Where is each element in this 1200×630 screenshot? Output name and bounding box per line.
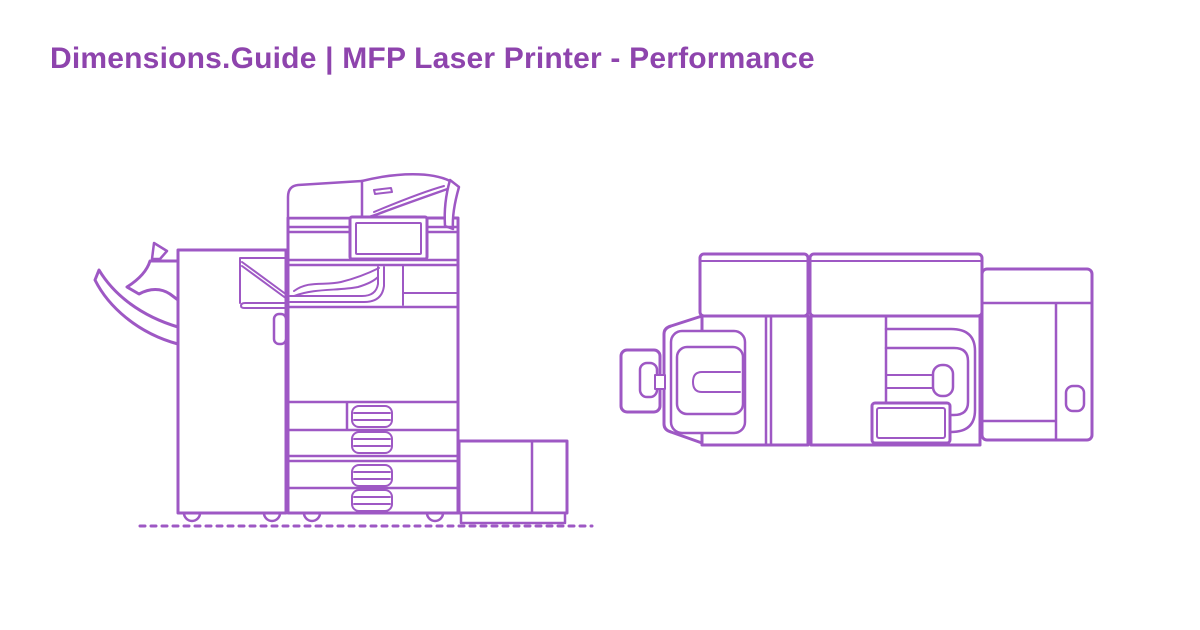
plan-scanner-handle (931, 363, 955, 398)
plan-scanner-outer (884, 327, 977, 434)
drawer-handles (351, 405, 393, 512)
plan-finisher-handle-stub (654, 374, 666, 390)
drawer-separator-lines (286, 400, 460, 490)
adf-feed-tray-inner-line (373, 185, 445, 213)
adf-exit-wedge (443, 178, 461, 231)
plan-output-tray-slot (692, 371, 741, 393)
finisher-top-line (239, 257, 287, 304)
output-tray-lip-outer (289, 266, 385, 303)
plan-control-panel (870, 401, 952, 445)
output-tray-lip-inner (289, 266, 379, 297)
front-elevation-figure (93, 173, 594, 528)
drawer-handle (351, 489, 393, 512)
finisher-paper-flag (150, 241, 169, 261)
drawer-handle (351, 431, 393, 454)
bridge-shelf (240, 302, 288, 309)
plan-scanner-slot-lines (885, 374, 934, 389)
drawer-handle-lines (353, 496, 391, 505)
page-title: Dimensions.Guide | MFP Laser Printer - P… (50, 42, 815, 75)
plan-lct-outline (980, 267, 1094, 442)
lct-plinth (459, 511, 567, 525)
adf-slot (373, 187, 393, 195)
plan-lct-lines (980, 301, 1094, 442)
lct-elevation-outline (457, 439, 569, 515)
paper-stack-line-2 (293, 276, 379, 297)
drawer-handle-lines (353, 412, 391, 421)
drawer-handle (351, 405, 393, 428)
plan-control-panel-screen (876, 407, 946, 439)
paper-stack-line-1 (293, 267, 380, 292)
plan-finisher-back-band (698, 252, 810, 318)
plan-output-tray-outer (669, 329, 747, 435)
finisher-door-handle (272, 312, 288, 346)
plan-scanner-inner (884, 346, 970, 417)
control-panel-screen (355, 222, 422, 255)
drawer-handle-lines (353, 438, 391, 447)
bridge-chute-line (241, 261, 288, 300)
main-unit-outline (286, 216, 460, 515)
plan-finisher-divider (764, 314, 773, 447)
plan-lct-handle (1064, 384, 1086, 413)
drawer-handle (351, 464, 393, 487)
plan-output-tray-inner (675, 345, 745, 416)
adf-lid (286, 179, 373, 220)
caster-wheels (182, 511, 445, 523)
finisher-cabinet-outline (176, 248, 288, 515)
finisher-upper-tray (125, 259, 180, 302)
recess-right-panel (402, 265, 459, 306)
plan-main-back-band (808, 252, 984, 318)
drawer-handle-lines (353, 471, 391, 480)
top-plan-figure (619, 252, 1094, 447)
